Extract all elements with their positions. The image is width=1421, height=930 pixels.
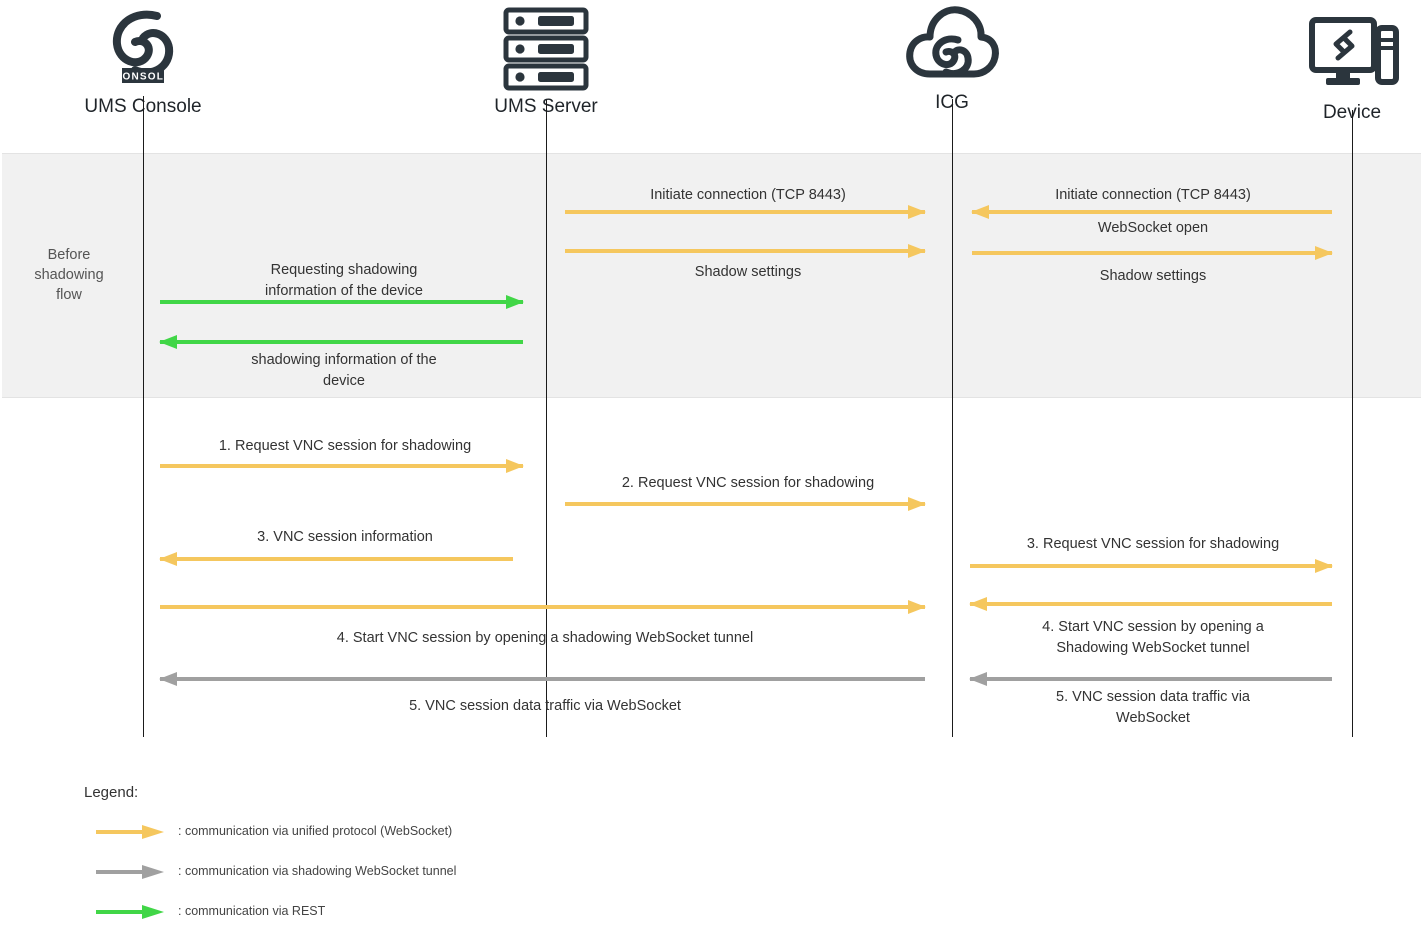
actor-ums-server: UMS Server bbox=[446, 4, 646, 118]
legend-title: Legend: bbox=[84, 784, 139, 801]
lifeline-icg bbox=[952, 99, 953, 737]
message-label-line-2: WebSocket bbox=[1116, 710, 1190, 726]
server-rack-icon bbox=[446, 4, 646, 96]
message-label-step-5-console-icg: 5. VNC session data traffic via WebSocke… bbox=[409, 698, 681, 714]
lifeline-device bbox=[1352, 110, 1353, 737]
lifeline-ums-console bbox=[143, 96, 144, 737]
phase-label: Before shadowing flow bbox=[8, 245, 130, 305]
before-shadowing-flow-band bbox=[2, 153, 1421, 398]
lifeline-ums-server bbox=[546, 100, 547, 737]
svg-text:CONSOLE: CONSOLE bbox=[114, 72, 172, 83]
arrow-head-right bbox=[908, 497, 926, 511]
arrow-shaft bbox=[972, 210, 1332, 214]
message-label-line-1: Requesting shadowing bbox=[270, 262, 418, 278]
arrow-head-right bbox=[506, 295, 524, 309]
message-label-shadowing-info-response: shadowing information of the device bbox=[145, 350, 543, 392]
message-arrow-step-4-device-icg bbox=[969, 597, 1332, 611]
message-label-shadow-settings-icg: Shadow settings bbox=[694, 264, 802, 280]
legend-arrow-gray-icon bbox=[96, 865, 164, 879]
message-label-step-3-request: 3. Request VNC session for shadowing bbox=[1026, 536, 1280, 552]
arrow-shaft bbox=[160, 677, 925, 681]
message-arrow-step-5-console-icg bbox=[159, 672, 925, 686]
message-label-requesting-shadowing-info: Requesting shadowing information of the … bbox=[145, 260, 543, 302]
legend-item-rest: : communication via REST bbox=[96, 903, 696, 921]
arrow-head-right bbox=[1315, 246, 1333, 260]
arrow-shaft bbox=[160, 464, 523, 468]
arrow-head-left bbox=[969, 597, 987, 611]
legend-label-shadowing-tunnel: : communication via shadowing WebSocket … bbox=[178, 864, 457, 878]
message-arrow-step-3-request bbox=[970, 559, 1333, 573]
message-arrow-requesting-shadowing-info bbox=[160, 295, 524, 309]
actor-icg: ICG bbox=[852, 0, 1052, 114]
message-arrow-step-5-icg-device bbox=[969, 672, 1332, 686]
arrow-head-right bbox=[908, 205, 926, 219]
message-arrow-shadow-settings-icg bbox=[565, 244, 926, 258]
arrow-head-left bbox=[159, 552, 177, 566]
message-label-websocket-open: WebSocket open bbox=[1097, 220, 1209, 236]
legend-label-unified-protocol: : communication via unified protocol (We… bbox=[178, 824, 453, 838]
cloud-gateway-icon bbox=[852, 0, 1052, 92]
message-label-step-5-icg-device: 5. VNC session data traffic via WebSocke… bbox=[954, 687, 1352, 729]
message-label-step-1: 1. Request VNC session for shadowing bbox=[218, 438, 472, 454]
phase-label-line-1: Before bbox=[47, 247, 91, 263]
message-label-step-4-console-icg: 4. Start VNC session by opening a shadow… bbox=[336, 630, 754, 646]
message-arrow-step-3-response bbox=[159, 552, 513, 566]
message-label-line-2: device bbox=[323, 373, 365, 389]
message-label-shadow-settings-device: Shadow settings bbox=[1099, 268, 1207, 284]
message-label-line-1: 4. Start VNC session by opening a bbox=[1042, 619, 1264, 635]
arrow-head-right bbox=[1315, 559, 1333, 573]
message-arrow-initiate-connection-icg bbox=[565, 205, 926, 219]
arrow-shaft bbox=[972, 251, 1332, 255]
phase-label-line-2: shadowing bbox=[34, 267, 104, 283]
arrow-shaft bbox=[565, 249, 925, 253]
phase-label-line-3: flow bbox=[56, 287, 82, 303]
ums-console-logo-icon: CONSOLE bbox=[43, 4, 243, 96]
message-arrow-step-2 bbox=[565, 497, 926, 511]
message-label-line-2: information of the device bbox=[265, 283, 423, 299]
arrow-shaft bbox=[160, 557, 513, 561]
message-label-initiate-connection-device: Initiate connection (TCP 8443) bbox=[1055, 187, 1251, 203]
arrow-shaft bbox=[565, 210, 925, 214]
arrow-shaft bbox=[160, 340, 523, 344]
message-arrow-step-4-console-icg bbox=[160, 600, 926, 614]
message-label-step-3-response: 3. VNC session information bbox=[257, 529, 433, 545]
message-label-line-1: 5. VNC session data traffic via bbox=[1056, 689, 1250, 705]
arrow-head-right bbox=[908, 244, 926, 258]
legend-item-unified-protocol: : communication via unified protocol (We… bbox=[96, 823, 696, 841]
message-arrow-websocket-open bbox=[972, 246, 1333, 260]
monitor-device-icon bbox=[1252, 10, 1421, 102]
arrow-shaft bbox=[970, 564, 1332, 568]
arrow-head-left bbox=[971, 205, 989, 219]
legend-item-shadowing-tunnel: : communication via shadowing WebSocket … bbox=[96, 863, 696, 881]
message-arrow-initiate-connection-device bbox=[971, 205, 1332, 219]
legend-label-rest: : communication via REST bbox=[178, 904, 326, 918]
arrow-shaft bbox=[970, 602, 1332, 606]
arrow-head-left bbox=[969, 672, 987, 686]
arrow-shaft bbox=[160, 300, 523, 304]
message-label-step-4-device-icg: 4. Start VNC session by opening a Shadow… bbox=[954, 617, 1352, 659]
message-arrow-shadowing-info-response bbox=[159, 335, 523, 349]
message-label-line-1: shadowing information of the bbox=[251, 352, 437, 368]
actor-label-device: Device bbox=[1322, 102, 1382, 123]
arrow-shaft bbox=[565, 502, 925, 506]
legend-arrow-green-icon bbox=[96, 905, 164, 919]
arrow-head-left bbox=[159, 672, 177, 686]
message-label-step-2: 2. Request VNC session for shadowing bbox=[621, 475, 875, 491]
arrow-shaft bbox=[160, 605, 925, 609]
arrow-shaft bbox=[970, 677, 1332, 681]
message-label-line-2: Shadowing WebSocket tunnel bbox=[1056, 640, 1250, 656]
arrow-head-right bbox=[506, 459, 524, 473]
arrow-head-left bbox=[159, 335, 177, 349]
actor-device: Device bbox=[1252, 10, 1421, 124]
message-arrow-step-1 bbox=[160, 459, 524, 473]
arrow-head-right bbox=[908, 600, 926, 614]
message-label-initiate-connection-icg: Initiate connection (TCP 8443) bbox=[650, 187, 846, 203]
legend-arrow-yellow-icon bbox=[96, 825, 164, 839]
